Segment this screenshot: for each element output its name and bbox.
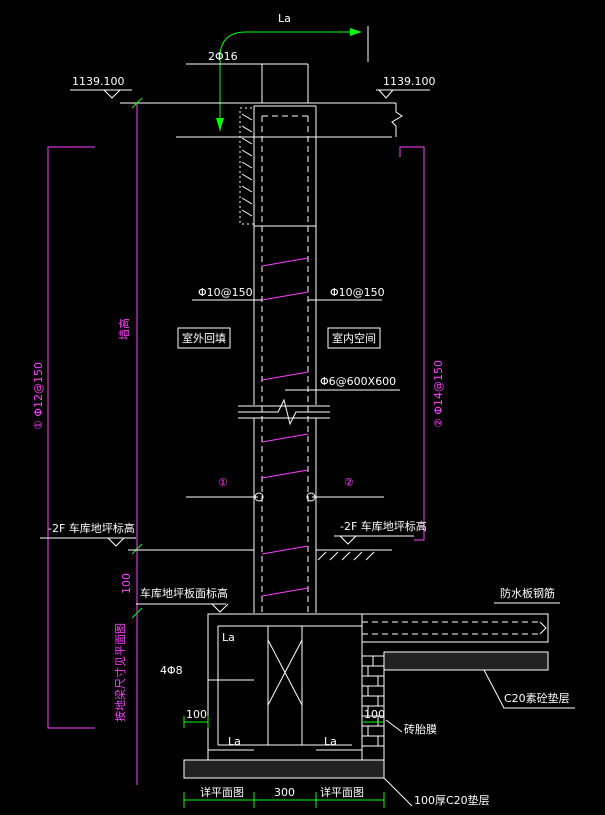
height-dim-ticks — [131, 97, 143, 619]
soil-hatch — [239, 107, 255, 225]
arrow-head-right — [350, 28, 362, 36]
inside-space-box — [327, 327, 381, 349]
slab-top-label: 车库地坪板面标高 — [140, 586, 228, 600]
top-anchorage-leader — [216, 26, 369, 131]
la-bottom-left: La — [228, 735, 241, 748]
dim-100-a: 100 — [186, 708, 207, 721]
bottom-pad — [183, 759, 385, 779]
inside-space-label: 室内空间 — [332, 331, 376, 345]
wall — [238, 105, 330, 613]
level-left-label: -2F 车库地坪标高 — [48, 521, 135, 535]
dim-100-left: 100 — [120, 573, 133, 594]
mark-2: ② — [344, 476, 354, 489]
elev-left-symbol — [103, 89, 121, 99]
beam-cross — [267, 639, 303, 706]
level-left-symbol — [107, 537, 125, 547]
elevation-left: 1139.100 — [72, 75, 125, 88]
soil-hatch-box — [239, 107, 255, 225]
stirrup-right: Φ10@150 — [330, 286, 385, 299]
tie-bars — [261, 257, 309, 597]
bar-bottom-label: 4Φ8 — [160, 664, 183, 677]
level-right-label: -2F 车库地坪标高 — [340, 519, 427, 533]
bar-top-label: 2Φ16 — [208, 50, 238, 63]
c20-bottom-label: 100厚C20垫层 — [414, 793, 490, 807]
dim-300-label: 300 — [274, 786, 295, 799]
brick-courses — [362, 656, 384, 747]
outside-fill-label: 室外回填 — [182, 331, 226, 345]
stirrup-left: Φ10@150 — [198, 286, 253, 299]
bottom-dim-line — [183, 792, 385, 808]
la-top-label: La — [278, 12, 291, 25]
vert-right-bracket — [399, 146, 425, 541]
slab-top-symbol — [211, 603, 229, 613]
hatch-strokes — [241, 113, 253, 217]
vert-right-label: ② Φ14@150 — [432, 360, 445, 428]
tie-label: Φ6@600X600 — [320, 375, 396, 388]
elev-right-symbol — [378, 89, 394, 99]
c20-pad-leader — [483, 669, 575, 709]
brick-mould-label: 砖胎膜 — [404, 722, 437, 736]
la-mid-label: La — [222, 631, 235, 644]
height-label: 墙高 — [117, 318, 131, 340]
waterproof-label: 防水板钢筋 — [500, 586, 555, 600]
bar-1-dot — [254, 492, 264, 502]
elevation-right: 1139.100 — [383, 75, 436, 88]
ground-hatch — [317, 551, 375, 561]
plan-left-label: 详平面图 — [200, 785, 244, 799]
level-right-symbol — [339, 535, 357, 545]
plan-right-label: 详平面图 — [320, 785, 364, 799]
leader-line — [219, 31, 360, 131]
vert-left-label: ① Φ12@150 — [32, 362, 45, 430]
dim-100-a-line — [183, 716, 209, 728]
break-symbol-top — [391, 103, 403, 137]
slab-bar-end — [539, 621, 547, 635]
c20-pad-label: C20素砼垫层 — [504, 691, 570, 705]
dim-100-b: 100 — [364, 708, 385, 721]
wall-break-symbol — [238, 398, 330, 426]
arrow-head-down — [216, 118, 224, 131]
footing-label: 按地梁尺寸见平面图 — [113, 623, 127, 722]
outside-fill-box — [177, 327, 231, 349]
waterproof-slab — [361, 613, 549, 643]
la-bottom-right: La — [324, 735, 337, 748]
bar-2-dot — [306, 492, 316, 502]
vert-left-bracket — [47, 146, 95, 729]
c20-bottom-leader — [383, 777, 413, 807]
mark-1: ① — [218, 476, 228, 489]
brick-mould-leader — [385, 719, 403, 733]
c20-pad — [383, 651, 549, 671]
